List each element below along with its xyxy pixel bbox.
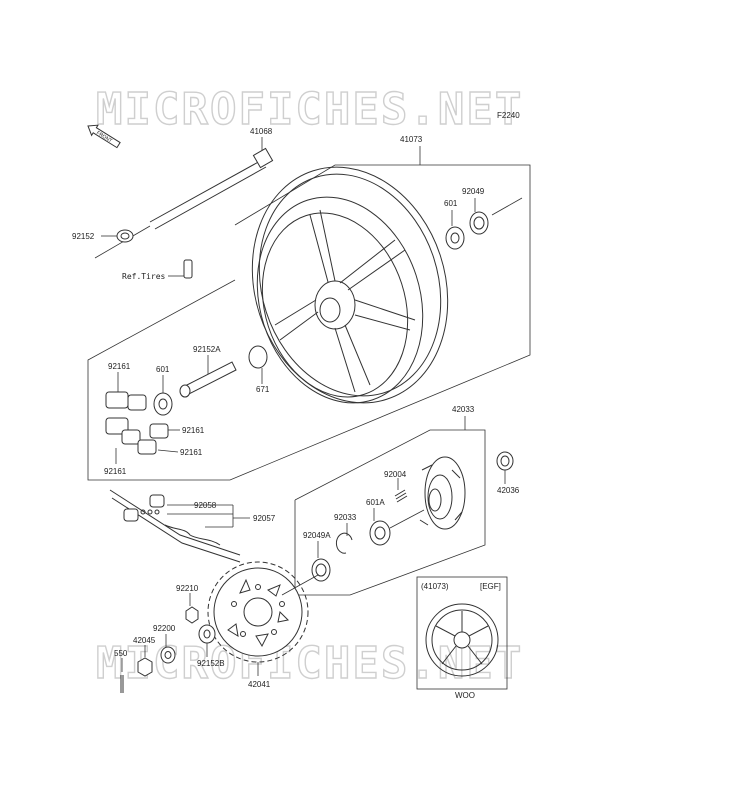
watermark-top: MICROFICHES.NET xyxy=(96,84,523,135)
label-92152A: 92152A xyxy=(193,345,221,354)
inset-wheel-variant: (41073) [EGF] WOO xyxy=(416,576,508,700)
label-92058: 92058 xyxy=(194,501,217,510)
inset-caption: WOO xyxy=(455,691,475,700)
axle-41068 xyxy=(94,137,274,259)
inset-code: (41073) xyxy=(421,582,449,591)
label-92049: 92049 xyxy=(462,187,485,196)
label-92161-a: 92161 xyxy=(108,362,131,371)
circlip-92033 xyxy=(335,523,353,554)
collar-92152B xyxy=(198,624,216,657)
label-42036: 42036 xyxy=(497,486,520,495)
collar-92152 xyxy=(101,229,134,243)
label-671: 671 xyxy=(256,385,270,394)
diagram-code: F2240 xyxy=(497,111,520,120)
label-92161-c: 92161 xyxy=(180,448,203,457)
label-92049A: 92049A xyxy=(303,531,331,540)
label-42041: 42041 xyxy=(248,680,271,689)
label-41073: 41073 xyxy=(400,135,423,144)
coupling-42033 xyxy=(419,456,466,530)
label-601-top: 601 xyxy=(444,199,458,208)
label-92152B: 92152B xyxy=(197,659,225,668)
collar-42036 xyxy=(496,451,514,484)
label-92210: 92210 xyxy=(176,584,199,593)
damper-92161 xyxy=(105,391,169,455)
label-92152: 92152 xyxy=(72,232,95,241)
label-601-left: 601 xyxy=(156,365,170,374)
seal-92049A xyxy=(311,541,331,582)
nut-42045 xyxy=(137,645,153,677)
bearing-601A xyxy=(369,508,391,546)
label-92200: 92200 xyxy=(153,624,176,633)
watermark-bottom: MICROFICHES.NET xyxy=(96,638,523,689)
label-92161-d: 92161 xyxy=(104,467,127,476)
tire-valve xyxy=(168,259,193,279)
wheel-41073 xyxy=(251,166,449,404)
chain-joint-92058 xyxy=(123,494,165,522)
stud-92004 xyxy=(394,478,408,503)
seal-92049 xyxy=(469,198,489,235)
cotter-pin-550 xyxy=(120,658,124,693)
wheel-assembly-outline xyxy=(87,164,531,481)
label-42045: 42045 xyxy=(133,636,156,645)
bearing-601-right xyxy=(445,210,465,250)
label-550: 550 xyxy=(114,649,128,658)
label-92033: 92033 xyxy=(334,513,357,522)
nut-92210 xyxy=(185,593,199,624)
collar-92152A xyxy=(179,355,237,398)
sprocket-42041 xyxy=(207,561,319,676)
bearing-601-left xyxy=(153,375,173,416)
label-41068: 41068 xyxy=(250,127,273,136)
o-ring-671 xyxy=(248,345,268,384)
label-42033: 42033 xyxy=(452,405,475,414)
inset-variant: [EGF] xyxy=(480,582,501,591)
ref-tires-label: Ref.Tires xyxy=(122,272,166,281)
label-92004: 92004 xyxy=(384,470,407,479)
chain-92057 xyxy=(109,489,241,563)
label-92161-b: 92161 xyxy=(182,426,205,435)
label-601A: 601A xyxy=(366,498,385,507)
label-92057: 92057 xyxy=(253,514,276,523)
washer-92200 xyxy=(160,634,176,664)
